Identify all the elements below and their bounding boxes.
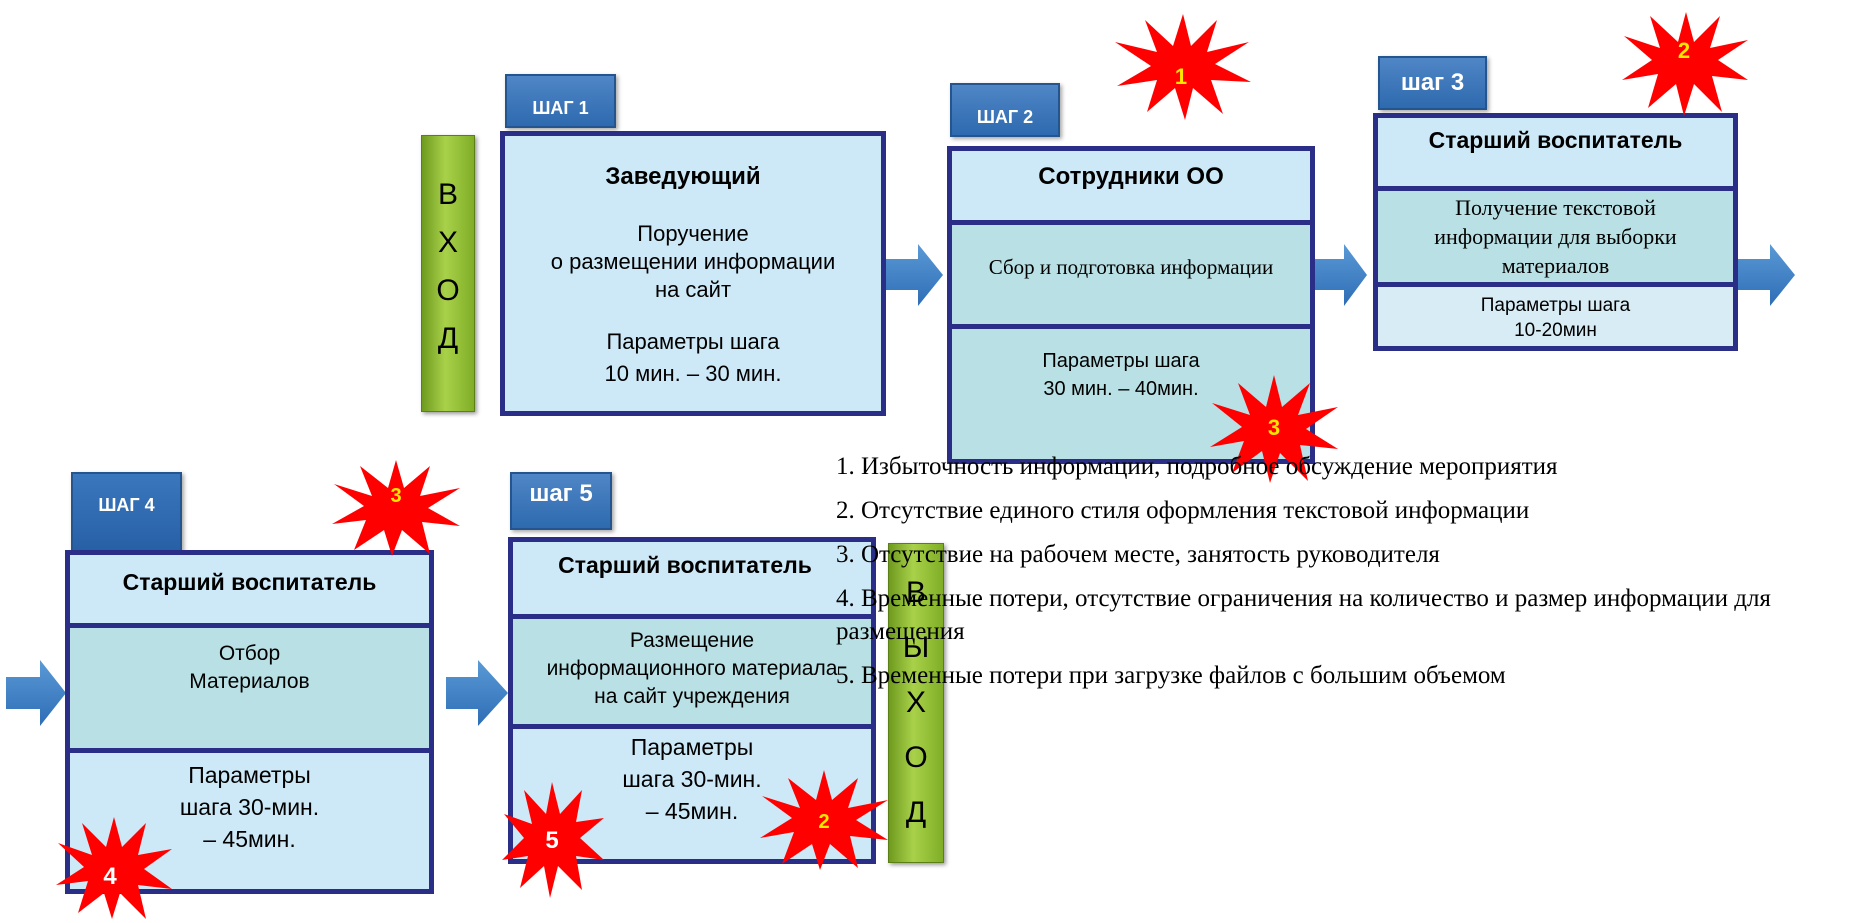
step-4-action-cell: Отбор Материалов	[70, 623, 429, 748]
step-5-action: Размещение информационного материала на …	[513, 627, 871, 711]
step-4-tab: ШАГ 4	[71, 472, 182, 552]
step-2-params: Параметры шага 30 мин. – 40мин.	[952, 347, 1310, 403]
problem-burst-label: 5	[545, 827, 558, 854]
step-1-params: Параметры шага 10 мин. – 30 мин.	[505, 326, 881, 390]
step-3-params-line: Параметры шага	[1480, 295, 1631, 316]
step-4-params: Параметры шага 30-мин. – 45мин.	[70, 759, 429, 855]
step-3-action: Получение текстовой информации для выбор…	[1378, 193, 1733, 280]
step-5-action-line: информационного материала	[546, 657, 838, 680]
step-3-action-line: информации для выборки	[1434, 224, 1677, 249]
flow-arrow-3	[1736, 244, 1795, 306]
step-5-action-cell: Размещение информационного материала на …	[513, 614, 871, 724]
problem-burst-label: 3	[1268, 415, 1280, 440]
step-1-box: Заведующий Поручение о размещении информ…	[500, 131, 886, 416]
step-1-action-line: Поручение	[637, 221, 749, 246]
step-3-action-cell: Получение текстовой информации для выбор…	[1378, 186, 1733, 282]
step-2-tab: ШАГ 2	[950, 83, 1060, 137]
step-2-params-cell: Параметры шага 30 мин. – 40мин.	[952, 324, 1310, 459]
step-4-tab-label: ШАГ 4	[98, 494, 155, 515]
step-5-action-line: Размещение	[629, 629, 755, 652]
step-4-params-line: – 45мин.	[203, 826, 296, 852]
step-3-box: Старший воспитатель Получение текстовой …	[1373, 113, 1738, 351]
step-3-title: Старший воспитатель	[1428, 127, 1683, 153]
step-5-params-line: Параметры	[630, 734, 754, 760]
exit-letter: В	[905, 576, 926, 609]
entry-letter: Д	[437, 322, 459, 355]
step-4-title: Старший воспитатель	[122, 569, 377, 595]
problem-burst: 1	[1115, 14, 1251, 120]
exit-letter: Д	[905, 796, 927, 829]
problem-burst: 3	[332, 460, 460, 556]
entry-letter: Х	[437, 226, 458, 259]
problem-burst: 4	[56, 817, 172, 919]
step-3-tab-label: шаг 3	[1400, 69, 1465, 96]
step-4-action-line: Материалов	[189, 670, 310, 693]
note-item: 2. Отсутствие единого стиля оформления т…	[836, 497, 1530, 524]
problem-burst-label: 2	[818, 811, 829, 833]
step-3-params-line: 10-20мин	[1514, 320, 1597, 341]
exit-letter: Х	[905, 686, 926, 719]
step-3-action-line: материалов	[1501, 253, 1610, 278]
step-5-tab-label: шаг 5	[529, 480, 593, 507]
note-item: 3. Отсутствие на рабочем месте, занятост…	[836, 541, 1440, 568]
exit-letter: О	[904, 741, 928, 774]
step-2-action: Сбор и подготовка информации	[988, 255, 1274, 279]
problem-burst: 3	[1210, 375, 1338, 483]
step-1-title: Заведующий	[605, 163, 761, 190]
note-item: 1. Избыточность информации, подробное об…	[836, 453, 1558, 480]
step-4-params-line: шага 30-мин.	[179, 794, 320, 820]
step-1-params-line: 10 мин. – 30 мин.	[604, 361, 782, 386]
step-1-action-line: о размещении информации	[550, 249, 836, 274]
step-2-title: Сотрудники ОО	[1038, 163, 1224, 190]
problem-burst: 5	[502, 782, 604, 898]
problem-notes-list: 1. Избыточность информации, подробное об…	[836, 450, 1856, 692]
flow-arrow-5	[446, 660, 508, 726]
entry-letter: О	[436, 274, 460, 307]
problem-burst-label: 4	[103, 863, 117, 890]
exit-bar: В Ы Х О Д	[888, 543, 944, 863]
step-2-action-cell: Сбор и подготовка информации	[952, 220, 1310, 324]
flow-arrow-2	[1312, 244, 1367, 306]
step-2-tab-label: ШАГ 2	[976, 106, 1034, 127]
step-5-action-line: на сайт учреждения	[594, 685, 790, 708]
note-item: 5. Временные потери при загрузке файлов …	[836, 662, 1506, 689]
step-1-tab: ШАГ 1	[505, 74, 616, 128]
step-5-params-line: шага 30-мин.	[622, 766, 762, 792]
exit-letter: Ы	[902, 631, 930, 664]
flow-arrow-4	[6, 660, 66, 726]
problem-burst: 2	[760, 770, 888, 870]
note-item: 4. Временные потери, отсутствие ограниче…	[836, 585, 1771, 645]
step-3-params-cell: Параметры шага 10-20мин	[1378, 282, 1733, 346]
step-5-title: Старший воспитатель	[558, 552, 812, 578]
step-5-params: Параметры шага 30-мин. – 45мин.	[513, 731, 871, 827]
step-4-action: Отбор Материалов	[70, 640, 429, 696]
step-4-params-line: Параметры	[188, 762, 311, 788]
entry-letter: В	[437, 178, 458, 211]
step-1-tab-label: ШАГ 1	[532, 97, 589, 118]
step-2-params-line: 30 мин. – 40мин.	[1043, 378, 1199, 400]
step-1-action: Поручение о размещении информации на сай…	[505, 220, 881, 304]
problem-burst-label: 2	[1678, 38, 1690, 63]
entry-bar: В Х О Д	[421, 135, 475, 412]
step-1-action-line: на сайт	[654, 277, 732, 302]
problem-burst-label: 3	[390, 485, 401, 507]
step-1-params-line: Параметры шага	[606, 329, 780, 354]
flow-arrow-1	[886, 244, 943, 306]
step-3-tab: шаг 3	[1378, 56, 1487, 110]
problem-burst: 2	[1622, 12, 1748, 116]
step-3-action-line: Получение текстовой	[1455, 195, 1656, 220]
step-2-params-line: Параметры шага	[1042, 350, 1200, 372]
step-2-box: Сотрудники ОО Сбор и подготовка информац…	[947, 146, 1315, 464]
step-5-tab: шаг 5	[510, 472, 612, 530]
step-4-action-line: Отбор	[218, 642, 281, 665]
problem-burst-label: 1	[1175, 64, 1187, 89]
step-3-params: Параметры шага 10-20мин	[1378, 293, 1733, 343]
step-5-params-line: – 45мин.	[645, 798, 739, 824]
